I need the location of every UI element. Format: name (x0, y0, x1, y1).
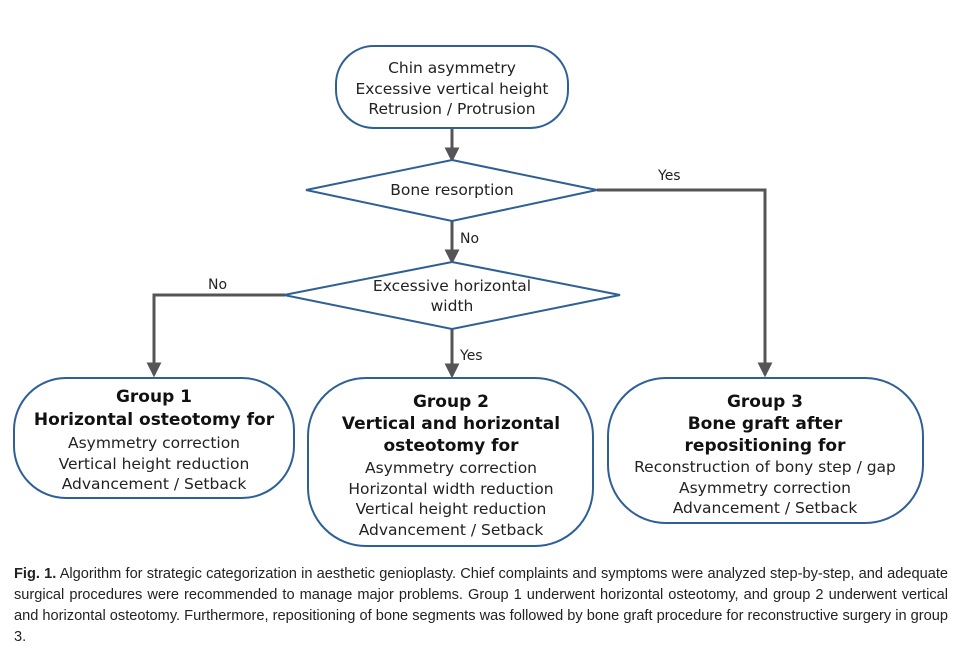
decision-bone-resorption (305, 158, 598, 223)
edge-decision1-yes (597, 188, 773, 378)
decision2-no-label: No (208, 277, 227, 293)
group1-title-line-1: Group 1 (116, 387, 192, 407)
decision-horizontal-width (283, 260, 621, 331)
group2-title-line-1: Group 2 (413, 392, 489, 412)
decision1-yes-label: Yes (657, 168, 681, 184)
start-node (335, 45, 569, 129)
group3-title-line-1: Group 3 (727, 392, 803, 412)
flowchart: Yes No No Yes Chin asymmetry Excessive v… (13, 45, 924, 547)
group2-title-line-2: Vertical and horizontal (342, 414, 560, 434)
group2-title-line-3: osteotomy for (383, 436, 519, 456)
group2-node (307, 377, 594, 547)
group2-item-2: Horizontal width reduction (348, 480, 553, 498)
group3-item-3: Advancement / Setback (673, 499, 858, 517)
start-node-line-1: Chin asymmetry (388, 59, 516, 77)
decision2-line-1: Excessive horizontal (373, 277, 531, 295)
figure-label: Fig. 1. (14, 566, 57, 582)
group2-item-4: Advancement / Setback (359, 521, 544, 539)
group2-item-1: Asymmetry correction (365, 459, 537, 477)
group3-title-line-2: Bone graft after (688, 414, 843, 434)
group1-node (13, 377, 295, 499)
group1-title-line-2: Horizontal osteotomy for (34, 410, 275, 430)
group3-item-1: Reconstruction of bony step / gap (634, 458, 896, 476)
group3-item-2: Asymmetry correction (679, 479, 851, 497)
group3-title-line-3: repositioning for (685, 436, 847, 456)
figure-caption: Fig. 1. Algorithm for strategic categori… (14, 564, 948, 648)
decision2-yes-label: Yes (459, 348, 483, 364)
figure-caption-text: Algorithm for strategic categorization i… (14, 566, 948, 645)
decision1-label: Bone resorption (390, 181, 513, 199)
decision1-no-label: No (460, 231, 479, 247)
start-node-line-3: Retrusion / Protrusion (368, 100, 535, 118)
start-node-line-2: Excessive vertical height (356, 80, 549, 98)
group1-item-3: Advancement / Setback (62, 475, 247, 493)
group1-item-2: Vertical height reduction (59, 455, 250, 473)
group1-item-1: Asymmetry correction (68, 434, 240, 452)
decision2-line-2: width (431, 297, 474, 315)
group3-node (607, 377, 924, 524)
group2-item-3: Vertical height reduction (356, 500, 547, 518)
edge-decision2-no (146, 293, 285, 378)
